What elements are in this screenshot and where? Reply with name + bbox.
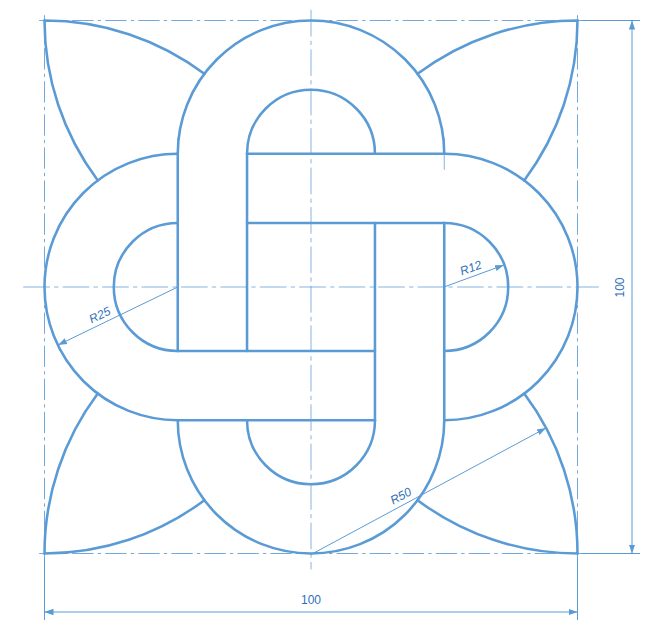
- radius-leader: [311, 428, 546, 555]
- corner-petal: [45, 394, 205, 554]
- length-dimension: 100: [614, 275, 627, 299]
- corner-petal: [45, 21, 205, 181]
- radius-dimension: R50: [386, 484, 415, 508]
- length-dimension: 100: [299, 594, 323, 607]
- corner-petal: [418, 21, 578, 181]
- extension-line: [577, 558, 578, 620]
- center-line: [23, 10, 599, 570]
- radius-dimension: R12: [457, 257, 486, 278]
- dimension-line: [45, 612, 578, 613]
- knot-band: [178, 21, 445, 351]
- extension-line: [44, 558, 45, 620]
- radius-leader: [58, 287, 178, 345]
- corner-petal: [418, 394, 578, 554]
- knot-band: [247, 154, 577, 421]
- extension-line: [582, 20, 640, 21]
- knot-band: [45, 154, 375, 421]
- radius-dimension: R25: [85, 303, 114, 326]
- extension-line: [582, 553, 640, 554]
- dimension-lines: [45, 21, 641, 621]
- knot-figure: [23, 10, 599, 570]
- dimension-line: [632, 21, 633, 554]
